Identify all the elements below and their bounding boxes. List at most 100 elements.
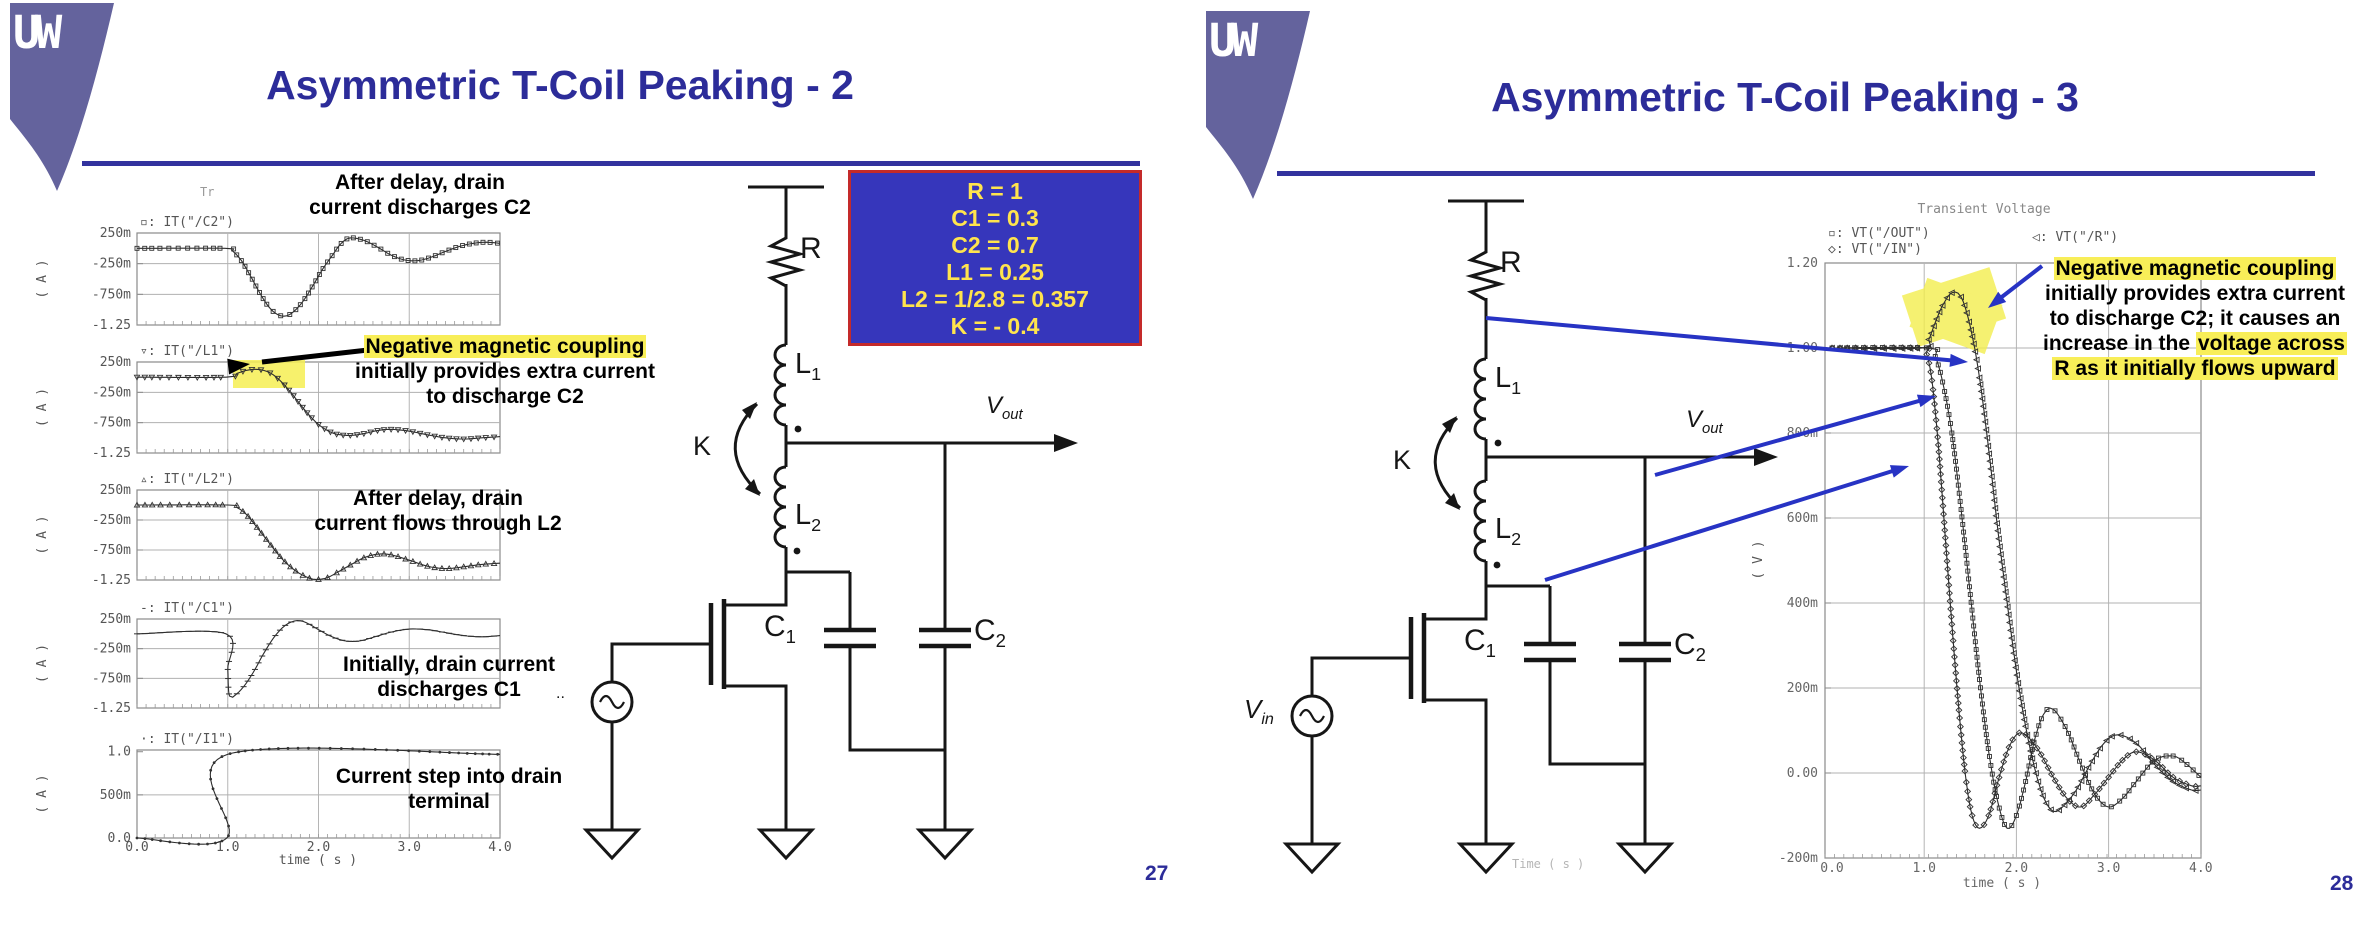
marker xyxy=(1987,465,1994,473)
marker xyxy=(338,240,344,246)
y-tick-label: -200m xyxy=(1779,851,1818,866)
marker xyxy=(2089,786,2095,792)
marker xyxy=(1947,605,1955,613)
marker xyxy=(496,752,500,756)
marker xyxy=(431,433,439,440)
marker xyxy=(1936,463,1944,470)
marker xyxy=(490,560,498,566)
marker xyxy=(296,746,300,750)
marker xyxy=(438,750,442,754)
marker xyxy=(474,561,482,568)
marker xyxy=(2126,735,2133,743)
x-tick-label: 1.0 xyxy=(1912,861,1935,876)
marker xyxy=(2169,778,2176,785)
marker xyxy=(1993,781,2001,789)
marker xyxy=(2095,785,2103,793)
annotation-text-part: After delay, drain xyxy=(335,171,505,194)
marker xyxy=(2055,783,2063,791)
circuit-label-l1: L1 xyxy=(1495,364,1521,397)
y-tick-label: 200m xyxy=(1787,681,1818,696)
marker xyxy=(1936,455,1943,463)
marker xyxy=(206,842,209,846)
marker xyxy=(1991,779,1997,785)
marker xyxy=(1960,521,1966,527)
annotation-text-part: current discharges C2 xyxy=(309,196,531,219)
marker xyxy=(272,547,279,554)
marker xyxy=(2032,769,2039,777)
marker xyxy=(344,236,350,242)
marker xyxy=(315,422,322,429)
marker xyxy=(1968,812,1976,819)
marker xyxy=(2091,790,2099,798)
marker xyxy=(257,290,262,295)
y-axis-label: ( A ) xyxy=(35,388,50,427)
marker xyxy=(339,565,347,572)
marker xyxy=(1971,623,1977,629)
marker xyxy=(2044,764,2052,772)
annotation-text-part: to discharge C2 xyxy=(426,385,584,408)
legend-vt-out: ▫: VT("/OUT") xyxy=(1828,226,1930,241)
marker xyxy=(1926,342,1934,350)
marker xyxy=(1950,653,1958,661)
circuit-label-main: R xyxy=(1500,246,1522,279)
marker xyxy=(1966,576,1972,582)
marker xyxy=(317,746,321,750)
marker xyxy=(364,239,370,245)
marker xyxy=(1946,589,1953,597)
marker xyxy=(2019,709,2027,717)
marker xyxy=(1943,294,1950,302)
circuit-label-sub: 2 xyxy=(995,630,1007,651)
marker xyxy=(385,748,388,752)
y-tick-label: -250m xyxy=(92,385,131,400)
marker xyxy=(2124,751,2132,759)
marker xyxy=(299,571,307,578)
circuit-label-main: V xyxy=(1244,694,1262,724)
marker xyxy=(2095,795,2100,801)
marker xyxy=(402,555,409,562)
marker xyxy=(1954,474,1960,480)
marker xyxy=(1973,647,1979,652)
marker xyxy=(1972,631,1977,637)
circuit-label-sub: 1 xyxy=(1511,377,1522,398)
marker xyxy=(1987,805,1995,813)
param-line: R = 1 xyxy=(967,178,1023,204)
marker xyxy=(460,563,468,570)
trace-label: ▵: IT("/L2") xyxy=(140,472,234,487)
marker xyxy=(2066,730,2071,736)
marker xyxy=(1946,597,1954,605)
marker xyxy=(2176,777,2184,785)
y-tick-label: -250m xyxy=(92,257,131,272)
marker xyxy=(460,436,468,443)
marker xyxy=(302,296,308,302)
marker xyxy=(2021,787,2027,793)
marker xyxy=(2028,738,2036,746)
circuit-label-main: K xyxy=(1393,445,1412,475)
marker xyxy=(2010,649,2017,657)
marker xyxy=(2109,767,2117,775)
marker xyxy=(1935,347,1941,353)
marker xyxy=(453,436,460,443)
marker xyxy=(2084,764,2092,771)
marker xyxy=(308,415,316,422)
marker xyxy=(166,501,174,508)
param-line: C1 = 0.3 xyxy=(951,205,1039,231)
annotation-text-part: discharges C1 xyxy=(377,678,521,701)
legend-vt-r: ◁: VT("/R") xyxy=(2032,230,2118,245)
marker xyxy=(367,429,375,436)
marker xyxy=(2184,762,2190,767)
marker xyxy=(457,751,461,755)
marker xyxy=(253,283,259,289)
marker xyxy=(1986,457,1993,465)
marker xyxy=(1964,560,1970,566)
marker xyxy=(134,245,140,251)
marker xyxy=(133,501,141,508)
y-tick-label: 0.0 xyxy=(108,831,131,846)
param-line: C2 = 0.7 xyxy=(951,232,1039,258)
marker xyxy=(353,432,361,439)
marker xyxy=(2047,806,2054,813)
marker xyxy=(2005,619,2013,626)
annotation-line: After delay, drain xyxy=(250,170,590,195)
marker xyxy=(2074,783,2081,791)
marker xyxy=(204,501,211,508)
marker xyxy=(446,247,452,253)
